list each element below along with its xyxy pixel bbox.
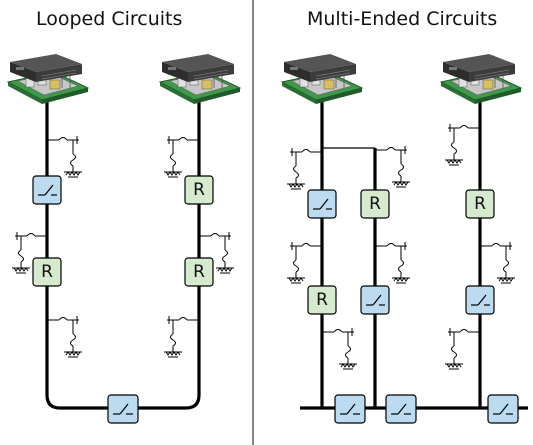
recloser-icon: R — [184, 175, 214, 205]
switch-icon — [465, 285, 495, 315]
transformer-tap-icon — [287, 242, 322, 283]
switch-icon — [360, 285, 390, 315]
transformer-tap-icon — [321, 327, 358, 370]
substation-icon — [440, 53, 522, 105]
recloser-icon: R — [465, 189, 495, 219]
recloser-icon: R — [184, 257, 214, 287]
switch-icon — [487, 394, 519, 424]
transformer-tap-icon — [46, 135, 83, 178]
transformer-tap-icon — [46, 315, 83, 358]
recloser-label: R — [474, 194, 486, 214]
transformer-tap-icon — [479, 241, 516, 284]
recloser-label: R — [193, 262, 205, 282]
recloser-label: R — [41, 262, 53, 282]
substation-icon — [281, 53, 363, 105]
recloser-label: R — [193, 180, 205, 200]
substation-icon — [159, 53, 241, 105]
loop-bus-line — [45, 100, 201, 410]
recloser-icon: R — [360, 189, 390, 219]
switch-icon — [307, 189, 337, 219]
panel-title-multi-ended: Multi-Ended Circuits — [307, 8, 497, 30]
recloser-icon: R — [307, 285, 337, 315]
switch-icon — [334, 394, 366, 424]
transformer-tap-icon — [374, 145, 411, 188]
transformer-tap-icon — [164, 136, 199, 177]
transformer-tap-icon — [445, 124, 480, 165]
recloser-icon: R — [32, 257, 62, 287]
substation-icon — [7, 53, 89, 105]
looped-circuit: R R R — [7, 53, 241, 424]
recloser-label: R — [316, 290, 328, 310]
panel-title-looped: Looped Circuits — [36, 8, 182, 30]
switch-icon — [107, 394, 139, 424]
multi-ended-circuit: R R R — [281, 53, 528, 424]
transformer-tap-icon — [445, 328, 480, 369]
transformer-tap-icon — [374, 241, 411, 284]
transformer-tap-icon — [287, 148, 322, 189]
transformer-tap-icon — [164, 316, 199, 357]
recloser-label: R — [369, 194, 381, 214]
switch-icon — [32, 175, 62, 205]
switch-icon — [385, 394, 417, 424]
